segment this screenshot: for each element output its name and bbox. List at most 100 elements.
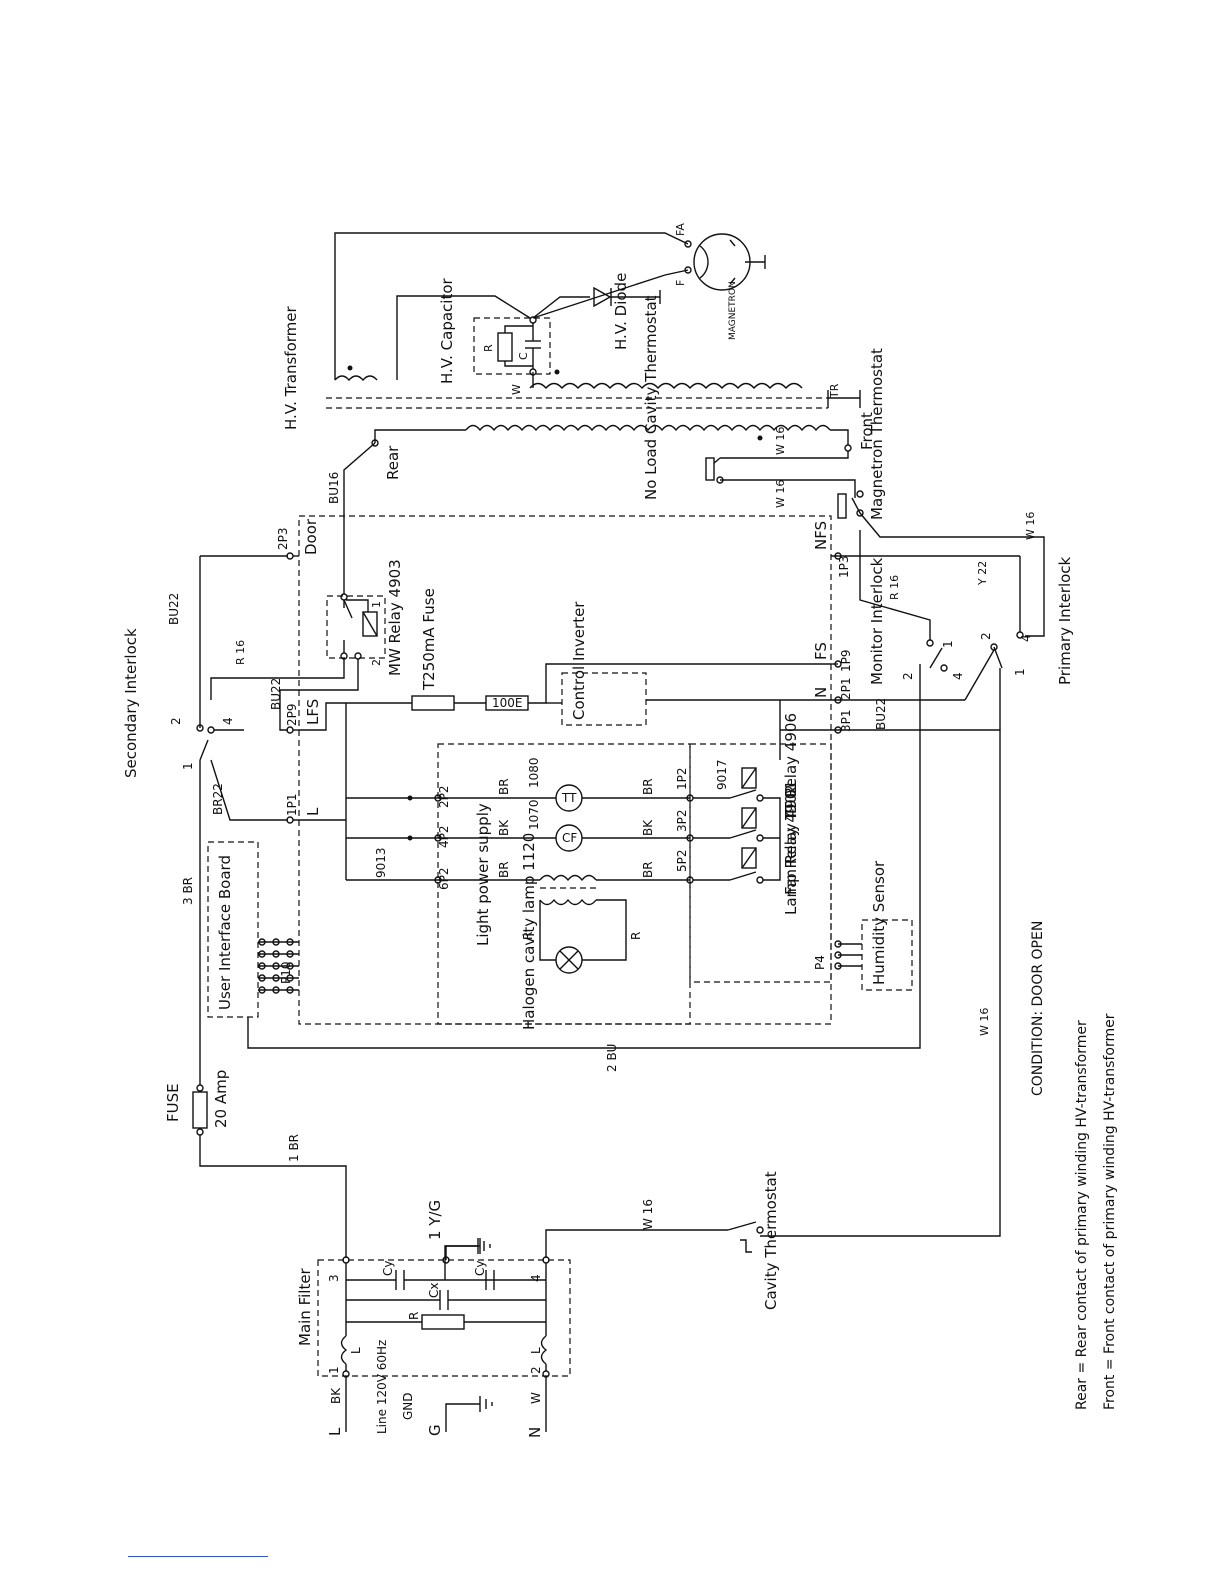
interlocks: 2 4 1 Secondary Interlock BU22 3 BR R 16… bbox=[122, 530, 1074, 1085]
relay-1: 1 bbox=[370, 601, 383, 608]
secondary-interlock-label: Secondary Interlock bbox=[122, 628, 140, 778]
l-label: L bbox=[304, 807, 322, 816]
bu22-c-label: BU22 bbox=[874, 698, 888, 730]
gnd-label: GND bbox=[401, 1392, 415, 1420]
fs-label: FS bbox=[812, 642, 830, 660]
1p1-label: 1P1 bbox=[285, 793, 299, 816]
n-line-label: N bbox=[526, 1427, 544, 1438]
y22-label: Y 22 bbox=[976, 561, 989, 586]
halogen-lamp-label: Halogen cavity lamp 1120 bbox=[520, 833, 538, 1030]
lamp-relay-label: Lamp Relay 4902 bbox=[782, 784, 800, 915]
mon-4: 4 bbox=[951, 672, 965, 680]
bu16-label: BU16 bbox=[327, 472, 341, 504]
pri-4: 4 bbox=[1019, 634, 1033, 642]
br-c: BR bbox=[497, 861, 511, 878]
bu22-a-label: BU22 bbox=[167, 593, 181, 625]
hv-diode-label: H.V. Diode bbox=[612, 273, 630, 350]
p10-connector bbox=[258, 938, 299, 994]
bk-b: BK bbox=[641, 819, 655, 836]
mw-relay-label: MW Relay 4903 bbox=[386, 559, 404, 676]
main-filter-label: Main Filter bbox=[296, 1267, 314, 1346]
sec-1: 1 bbox=[181, 762, 195, 770]
p10-label: P10 bbox=[279, 961, 293, 984]
5p2-label: 5P2 bbox=[675, 849, 689, 872]
p4-label: P4 bbox=[813, 955, 827, 970]
1080-label: 1080 bbox=[527, 757, 541, 788]
9017-label: 9017 bbox=[715, 759, 729, 790]
cap-w-label: W bbox=[510, 384, 523, 395]
br-b: BR bbox=[641, 778, 655, 795]
filter-l-a: L bbox=[349, 1347, 363, 1354]
tt-label: TT bbox=[561, 791, 577, 805]
sec-4: 4 bbox=[221, 717, 235, 725]
door-label: Door bbox=[302, 518, 320, 555]
1p2-label: 1P2 bbox=[675, 767, 689, 790]
cavity-thermostat-label: Cavity Thermostat bbox=[762, 1171, 780, 1310]
filter-1: 1 bbox=[327, 1366, 341, 1374]
w16-a: W 16 bbox=[774, 427, 787, 455]
bk-a: BK bbox=[497, 819, 511, 836]
r-lps-a: R bbox=[521, 932, 535, 940]
fan-relay-label: Fan Relay 4901 bbox=[782, 780, 800, 895]
r-lps-b: R bbox=[629, 932, 643, 940]
r16-b: R 16 bbox=[888, 575, 901, 600]
2p1-label: 2P1 bbox=[839, 677, 853, 700]
control-board: 2P3 Door 1P3 NFS Y 22 1 2 MW Relay 4903 … bbox=[200, 442, 1020, 1237]
control-inverter-label: Control Inverter bbox=[570, 601, 588, 720]
2p2-label: 2P2 bbox=[437, 785, 451, 808]
9013-label: 9013 bbox=[374, 847, 388, 878]
3p2-label: 3P2 bbox=[675, 809, 689, 832]
g-label: G bbox=[426, 1424, 444, 1436]
line-input-section: FUSE 20 Amp 1 BR Cy Cy Cx bbox=[164, 1070, 780, 1438]
1br-label: 1 BR bbox=[287, 1134, 301, 1162]
rear-label: Rear bbox=[384, 445, 402, 480]
fuse-t250-label: T250mA Fuse bbox=[420, 588, 438, 691]
2p3-label: 2P3 bbox=[276, 527, 290, 550]
cy-a-label: Cy bbox=[381, 1261, 395, 1276]
1p9-label: 1P9 bbox=[839, 649, 853, 672]
footer-link-underline bbox=[128, 1556, 268, 1557]
100e-label: 100E bbox=[492, 696, 523, 710]
2p9-label: 2P9 bbox=[285, 703, 299, 726]
mon-2: 2 bbox=[901, 672, 915, 680]
1070-label: 1070 bbox=[527, 799, 541, 830]
fa-label: FA bbox=[674, 223, 687, 236]
relay-2: 2 bbox=[370, 659, 383, 666]
primary-interlock-label: Primary Interlock bbox=[1056, 556, 1074, 685]
3p1-label: 3P1 bbox=[839, 709, 853, 732]
cx-label: Cx bbox=[427, 1283, 441, 1298]
lfs-label: LFS bbox=[304, 699, 322, 725]
light-power-supply-label: Light power supply bbox=[474, 803, 492, 946]
1p3-label: 1P3 bbox=[837, 555, 851, 578]
front-label: Front bbox=[858, 412, 876, 450]
tt-relay-label: TT Relay 4906 bbox=[782, 713, 800, 821]
note-rear: Rear = Rear contact of primary winding H… bbox=[1074, 1020, 1090, 1410]
cap-r-label: R bbox=[482, 344, 495, 352]
w16-c: W 16 bbox=[1024, 512, 1037, 540]
br-a: BR bbox=[497, 778, 511, 795]
note-front: Front = Front contact of primary winding… bbox=[1102, 1013, 1118, 1410]
filter-3: 3 bbox=[327, 1274, 341, 1282]
pri-1: 1 bbox=[1013, 668, 1027, 676]
br-d: BR bbox=[641, 861, 655, 878]
6p2-label: 6P2 bbox=[437, 867, 451, 890]
n-label: N bbox=[812, 687, 830, 698]
no-load-thermostat-label: No Load Cavity Thermostat bbox=[642, 295, 660, 500]
filter-r-label: R bbox=[407, 1312, 421, 1320]
l-line-label: L bbox=[326, 1427, 344, 1436]
f-label: F bbox=[674, 280, 687, 286]
monitor-interlock-label: Monitor Interlock bbox=[868, 557, 886, 685]
fuse-amp-label: 20 Amp bbox=[212, 1070, 230, 1128]
magnetron-thermostat-label: Magnetron Thermostat bbox=[868, 348, 886, 520]
4p2-label: 4P2 bbox=[437, 825, 451, 848]
br22-label: BR22 bbox=[211, 783, 225, 815]
3br-label: 3 BR bbox=[181, 877, 195, 905]
bk-line-label: BK bbox=[329, 1387, 343, 1404]
sec-2: 2 bbox=[169, 717, 183, 725]
hv-capacitor-label: H.V. Capacitor bbox=[438, 278, 456, 384]
line-voltage-label: Line 120V 60Hz bbox=[375, 1340, 389, 1434]
w-line-label: W bbox=[529, 1392, 543, 1404]
relay-contacts bbox=[729, 767, 781, 884]
filter-2: 2 bbox=[529, 1366, 543, 1374]
